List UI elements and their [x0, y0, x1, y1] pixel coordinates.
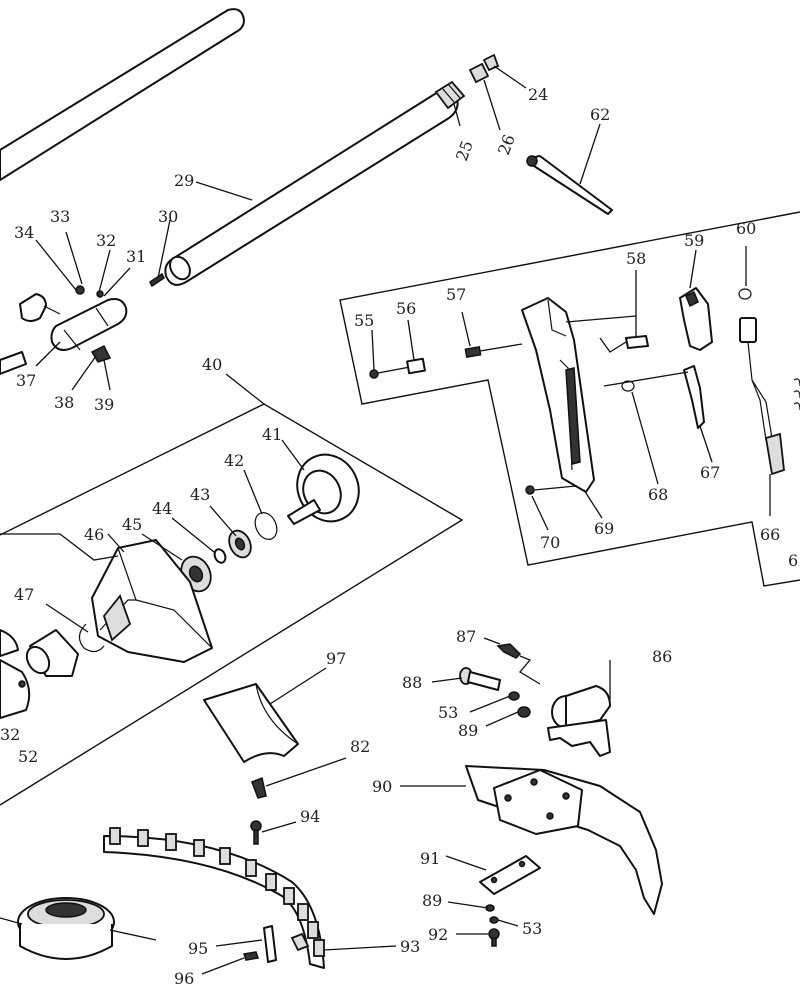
pin-95: [263, 925, 277, 963]
clutch-drum-41: [287, 453, 360, 525]
circlip-47: [78, 623, 105, 653]
nut-89a: [517, 706, 531, 718]
label-56: 56: [396, 299, 416, 318]
label-53a: 53: [438, 703, 458, 722]
label-34: 34: [14, 223, 34, 242]
label-91: 91: [420, 849, 440, 868]
circlip-42: [254, 512, 278, 540]
label-58: 58: [626, 249, 646, 268]
label-95: 95: [188, 939, 208, 958]
label-57: 57: [446, 285, 466, 304]
label-30: 30: [158, 207, 178, 226]
shaft-tube-29: [164, 89, 459, 286]
label-26: 26: [494, 132, 519, 158]
label-42: 42: [224, 451, 244, 470]
label-33: 33: [50, 207, 70, 226]
handle-body-69: [521, 297, 595, 493]
gearhead-partial: [0, 629, 31, 719]
screw-87: [496, 643, 541, 685]
label-32: 32: [96, 231, 116, 250]
label-86: 86: [652, 647, 672, 666]
spring-57: [464, 343, 523, 359]
label-46: 46: [84, 525, 104, 544]
trigger-59: [679, 287, 713, 351]
label-93: 93: [400, 937, 420, 956]
label-6x: 6: [788, 551, 798, 570]
label-39: 39: [94, 395, 114, 414]
label-31: 31: [126, 247, 146, 266]
spring-68: [621, 380, 635, 392]
label-29: 29: [174, 171, 194, 190]
bracket-86: [547, 685, 611, 757]
label-92: 92: [428, 925, 448, 944]
coil-partial: [793, 378, 800, 411]
bolt-88: [459, 667, 501, 691]
label-97: 97: [326, 649, 346, 668]
label-67: 67: [700, 463, 720, 482]
label-40: 40: [202, 355, 222, 374]
label-89b: 89: [422, 891, 442, 910]
plate-91: [479, 855, 541, 895]
trimmer-head: [0, 897, 157, 960]
clutch-housing-46: [91, 539, 213, 663]
leader-lines: [0, 65, 771, 975]
screw-70: [525, 485, 577, 495]
screw-94: [250, 820, 262, 845]
label-90: 90: [372, 777, 392, 796]
nut-26: [468, 62, 490, 84]
cover-97: [203, 683, 299, 763]
label-62: 62: [590, 105, 610, 124]
upper-shaft-tube: [0, 8, 245, 181]
label-32b: 32: [0, 725, 20, 744]
label-41: 41: [262, 425, 282, 444]
frame-switch-group: [339, 211, 800, 587]
pin-58: [565, 315, 649, 353]
label-60: 60: [736, 219, 756, 238]
label-69: 69: [594, 519, 614, 538]
washer-44: [213, 548, 227, 564]
label-37: 37: [16, 371, 36, 390]
screw-82: [251, 776, 267, 799]
label-55: 55: [354, 311, 374, 330]
label-68: 68: [648, 485, 668, 504]
washer-53a: [508, 691, 520, 701]
bushing-56: [406, 357, 426, 375]
coupling-25: [434, 80, 466, 110]
label-53b: 53: [522, 919, 542, 938]
washer-53b: [489, 916, 499, 924]
comb-93: [103, 827, 325, 969]
bearing-43: [228, 529, 252, 559]
screw-55: [369, 366, 411, 379]
label-52: 52: [18, 747, 38, 766]
label-25: 25: [452, 138, 477, 164]
label-88: 88: [402, 673, 422, 692]
label-66: 66: [760, 525, 780, 544]
label-87: 87: [456, 627, 476, 646]
label-59: 59: [684, 231, 704, 250]
label-94: 94: [300, 807, 320, 826]
rod-62: [526, 155, 613, 215]
label-96: 96: [174, 969, 194, 988]
guard-90: [465, 765, 663, 915]
clamp-assembly: [0, 272, 165, 375]
screw-96: [243, 951, 259, 961]
insert-93: [290, 932, 310, 952]
label-44: 44: [152, 499, 172, 518]
label-43: 43: [190, 485, 210, 504]
label-47: 47: [14, 585, 34, 604]
frame-40: [0, 403, 464, 806]
spring-60: [738, 288, 752, 300]
label-70: 70: [540, 533, 560, 552]
label-82: 82: [350, 737, 370, 756]
label-38: 38: [54, 393, 74, 412]
screw-92: [488, 928, 500, 947]
label-24: 24: [528, 85, 548, 104]
clutch-cap: [25, 629, 79, 677]
lever-67: [603, 365, 705, 429]
switch-wire-66: [739, 317, 785, 476]
label-45: 45: [122, 515, 142, 534]
label-89a: 89: [458, 721, 478, 740]
